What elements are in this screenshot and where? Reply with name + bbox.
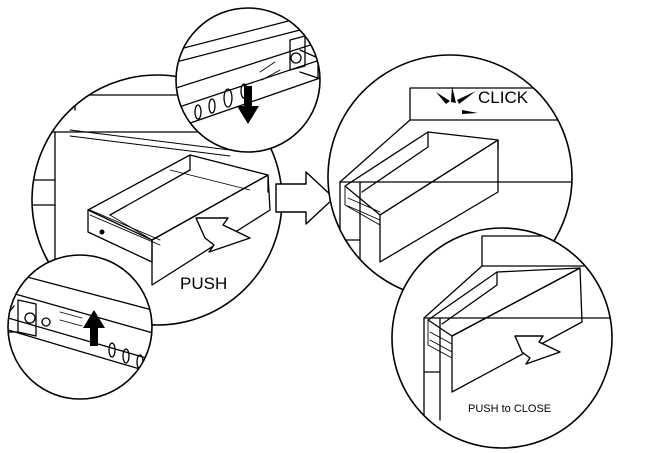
- down-arrow-icon: [237, 86, 259, 124]
- transition-arrow: [275, 171, 335, 225]
- latch-detail-top: [175, 7, 321, 153]
- close-push-arrow: [514, 335, 561, 365]
- latch-detail-bottom: [7, 254, 153, 400]
- up-arrow-icon: [83, 310, 105, 346]
- close-scene: PUSH to CLOSE: [391, 227, 613, 449]
- latch-detail-top-frame: [175, 7, 321, 153]
- close-scene-frame: [391, 227, 613, 449]
- push-arrow: [195, 217, 251, 253]
- latch-detail-bottom-frame: [7, 254, 153, 400]
- click-label: CLICK: [478, 88, 529, 107]
- push-label: PUSH: [180, 274, 227, 293]
- push-to-close-label: PUSH to CLOSE: [468, 403, 551, 415]
